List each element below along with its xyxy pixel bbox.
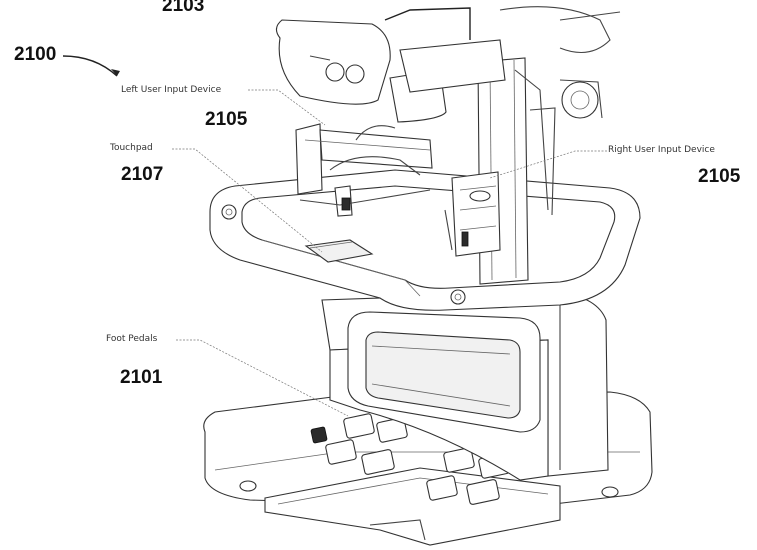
- ref-numeral-top: 2103: [162, 0, 205, 16]
- callout-touchpad: Touchpad: [110, 143, 153, 153]
- callout-foot-pedals: Foot Pedals: [106, 334, 158, 344]
- ref-numeral-foot-pedals: 2101: [120, 367, 163, 388]
- pedestal: [321, 291, 609, 481]
- callout-left-user-input-device: Left User Input Device: [121, 85, 222, 95]
- leader-lines: [62, 55, 607, 417]
- left-input-device-drawing: [295, 123, 433, 217]
- ref-numeral-right-input-device: 2105: [698, 166, 741, 187]
- ref-numeral-touchpad: 2107: [121, 164, 164, 185]
- callout-right-user-input-device: Right User Input Device: [608, 145, 715, 155]
- upper-arm-assembly: [275, 6, 621, 216]
- ref-numeral-left-input-device: 2105: [205, 109, 248, 130]
- ref-numeral-system: 2100: [14, 44, 57, 65]
- right-input-device-drawing: [444, 171, 501, 257]
